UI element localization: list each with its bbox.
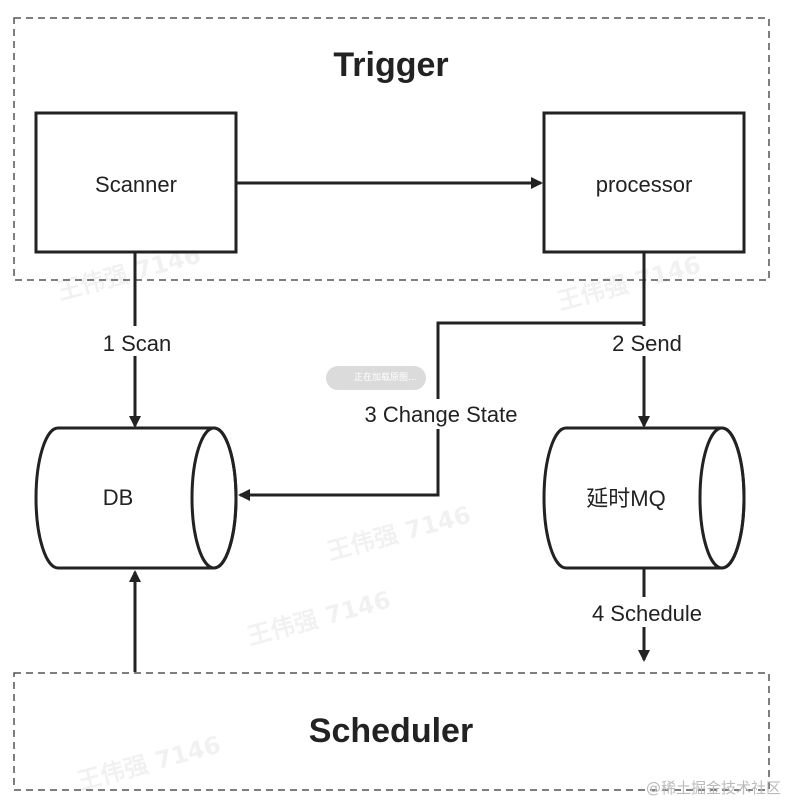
scanner-label: Scanner [95, 172, 177, 197]
db-node[interactable]: DB [34, 426, 238, 570]
edge-label-schedule: 4 Schedule [592, 601, 702, 626]
scheduler-group [13, 672, 770, 791]
scheduler-title: Scheduler [309, 712, 473, 750]
trigger-group [13, 17, 770, 281]
trigger-title: Trigger [333, 46, 448, 84]
mq-label: 延时MQ [586, 486, 665, 511]
edge-label-change-state: 3 Change State [365, 402, 518, 427]
svg-text:王伟强 7146: 王伟强 7146 [244, 586, 393, 651]
edge-label-scan: 1 Scan [103, 331, 172, 356]
edge-label-send: 2 Send [612, 331, 682, 356]
svg-text:王伟强 7146: 王伟强 7146 [74, 731, 223, 796]
db-label: DB [103, 485, 134, 510]
credit-watermark: @稀土掘金技术社区 [645, 779, 781, 797]
mq-node[interactable]: 延时MQ [542, 426, 746, 570]
loading-toast: 正在加载原图... [326, 366, 426, 390]
svg-text:王伟强 7146: 王伟强 7146 [554, 251, 703, 316]
svg-text:王伟强 7146: 王伟强 7146 [324, 501, 473, 566]
processor-label: processor [596, 172, 693, 197]
